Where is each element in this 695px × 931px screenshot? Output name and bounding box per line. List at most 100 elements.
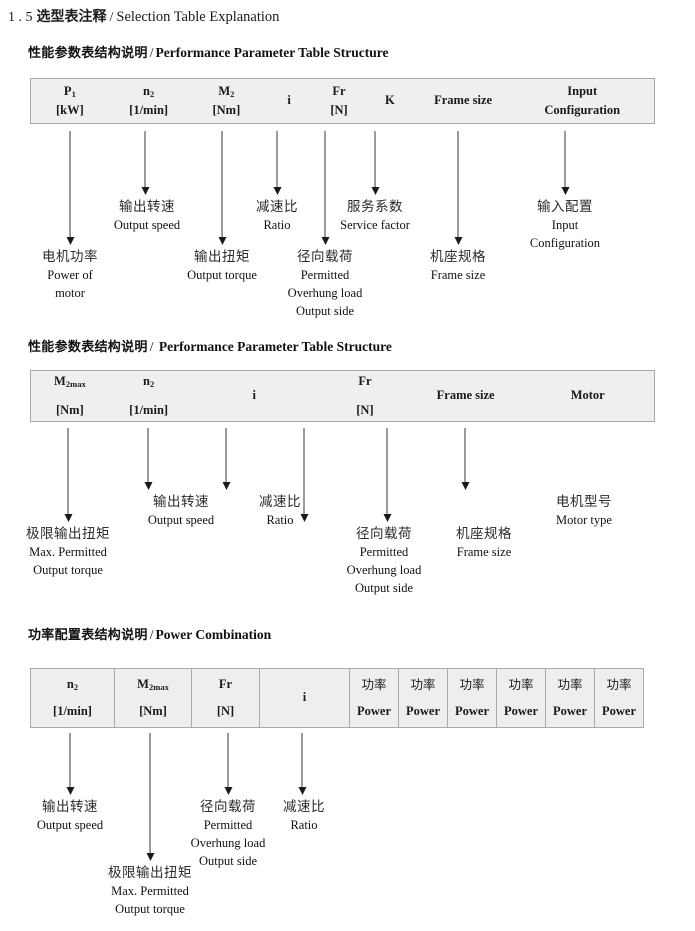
label-en-2: Configuration [529,235,601,250]
label-input-configuration: 输入配置 Input Configuration [530,198,600,253]
header-cell-fr: Fr [N] [191,669,259,727]
header-cell-fr: Fr [N] [320,371,410,421]
arrow-ratio [297,733,308,795]
label-power-of-motor: 电机功率 Power of motor [42,248,98,303]
header-cell-frame-size: Frame size [410,371,522,421]
symbol-fr: Fr [218,677,233,692]
unit-nm: [Nm] [212,103,241,117]
label-en-1: Ratio [266,513,294,528]
label-en-1: Input [551,218,579,233]
unit-n: [N] [356,403,374,417]
unit-nm: [Nm] [55,403,84,417]
header-cell-power-3: 功率 Power [447,669,496,727]
label-cn: 电机型号 [556,494,612,510]
arrow-input-configuration [560,131,571,195]
arrow-frame-size [382,428,393,522]
label-en-1: Output speed [147,513,215,528]
symbol-m: M [137,677,149,692]
label-cn: 减速比 [283,799,325,815]
label-cn: 机座规格 [456,526,512,542]
label-en-1: Permitted [359,545,409,560]
label-en-1: Ratio [290,818,318,833]
header-cell-fr: Fr [N] [314,79,364,123]
header-cell-motor: Motor [521,371,654,421]
label-en-3: Output side [296,303,354,318]
section-heading-3-en: Power Combination [155,627,272,642]
label-en-1: Service factor [340,218,410,233]
unit-rpm: [1/min] [129,103,169,117]
label-cn: 输出扭矩 [193,249,250,265]
label-input: Input [567,83,598,98]
header-cell-p1: P1 [kW] [31,79,109,123]
page-title-en: Selection Table Explanation [116,9,280,25]
arrow-power-of-motor [65,131,76,245]
label-power-cn: 功率 [459,677,485,693]
header-cell-power-5: 功率 Power [545,669,594,727]
symbol-i: i [287,93,291,108]
label-power-cn: 功率 [508,677,534,693]
label-ratio: 减速比 Ratio [283,798,325,835]
label-en-3: Output side [355,580,413,595]
header-cell-i: i [259,669,349,727]
label-cn: 输出转速 [42,799,98,815]
label-power-en: Power [356,703,391,718]
section-heading-2-cn: 性能参数表结构说明 [28,340,148,355]
label-cn: 机座规格 [430,249,486,265]
symbol-k: K [384,93,395,108]
label-frame-size: Frame size [434,93,493,108]
label-power-en: Power [601,703,636,718]
section-heading-3-sep: / [149,627,154,642]
arrow-output-speed [140,131,151,195]
section-heading-2: 性能参数表结构说明/ Performance Parameter Table S… [28,336,392,355]
label-permitted-overhung-load: 径向载荷 Permitted Overhung load Output side [347,525,422,597]
label-cn: 极限输出扭矩 [26,526,110,542]
label-permitted-overhung-load: 径向载荷 Permitted Overhung load Output side [288,248,363,320]
label-configuration: Configuration [544,103,621,117]
section-number: 1 . 5 [8,10,33,25]
label-en-1: Max. Permitted [111,884,189,899]
section-heading-3-cn: 功率配置表结构说明 [28,628,148,643]
label-frame-size: 机座规格 Frame size [456,525,512,562]
symbol-n: n [66,677,74,692]
section-heading-1-en: Performance Parameter Table Structure [155,45,389,60]
arrow-service-factor [370,131,381,195]
arrow-permitted-overhung-load [320,131,331,245]
label-power-cn: 功率 [606,677,632,693]
label-power-en: Power [405,703,440,718]
label-en-1: Output speed [113,218,181,233]
label-cn: 径向载荷 [355,526,412,542]
header-cell-i: i [264,79,314,123]
arrow-max-permitted-output-torque [145,733,156,861]
label-output-speed: 输出转速 Output speed [114,198,180,235]
label-en-2: Output torque [115,901,185,916]
label-en-1: Permitted [203,818,253,833]
subscript-1: 1 [71,88,76,99]
label-power-en: Power [454,703,489,718]
header-cell-power-4: 功率 Power [496,669,545,727]
label-cn: 减速比 [259,494,301,510]
label-ratio: 减速比 Ratio [259,493,301,530]
label-power-cn: 功率 [410,677,436,693]
subscript-2max: 2max [148,682,169,693]
label-en-1: Power of [47,268,93,283]
label-en-1: Max. Permitted [29,545,107,560]
label-cn: 电机功率 [42,249,98,265]
label-cn: 径向载荷 [296,249,353,265]
arrow-output-speed [65,733,76,795]
section-heading-1-sep: / [149,45,154,60]
arrow-max-permitted-output-torque [63,428,74,522]
label-max-permitted-output-torque: 极限输出扭矩 Max. Permitted Output torque [26,525,110,580]
label-power-cn: 功率 [557,677,583,693]
arrow-ratio [221,428,232,490]
header-cell-power-2: 功率 Power [398,669,447,727]
arrow-motor-type [460,428,471,490]
label-en-2: Overhung load [190,835,266,850]
label-output-torque: 输出扭矩 Output torque [187,248,257,285]
label-output-speed: 输出转速 Output speed [37,798,103,835]
unit-n: [N] [216,703,235,718]
header-cell-power-1: 功率 Power [349,669,398,727]
label-en-1: Frame size [456,545,512,560]
page-title-cn: 选型表注释 [36,9,107,25]
label-en-2: Output torque [33,562,103,577]
